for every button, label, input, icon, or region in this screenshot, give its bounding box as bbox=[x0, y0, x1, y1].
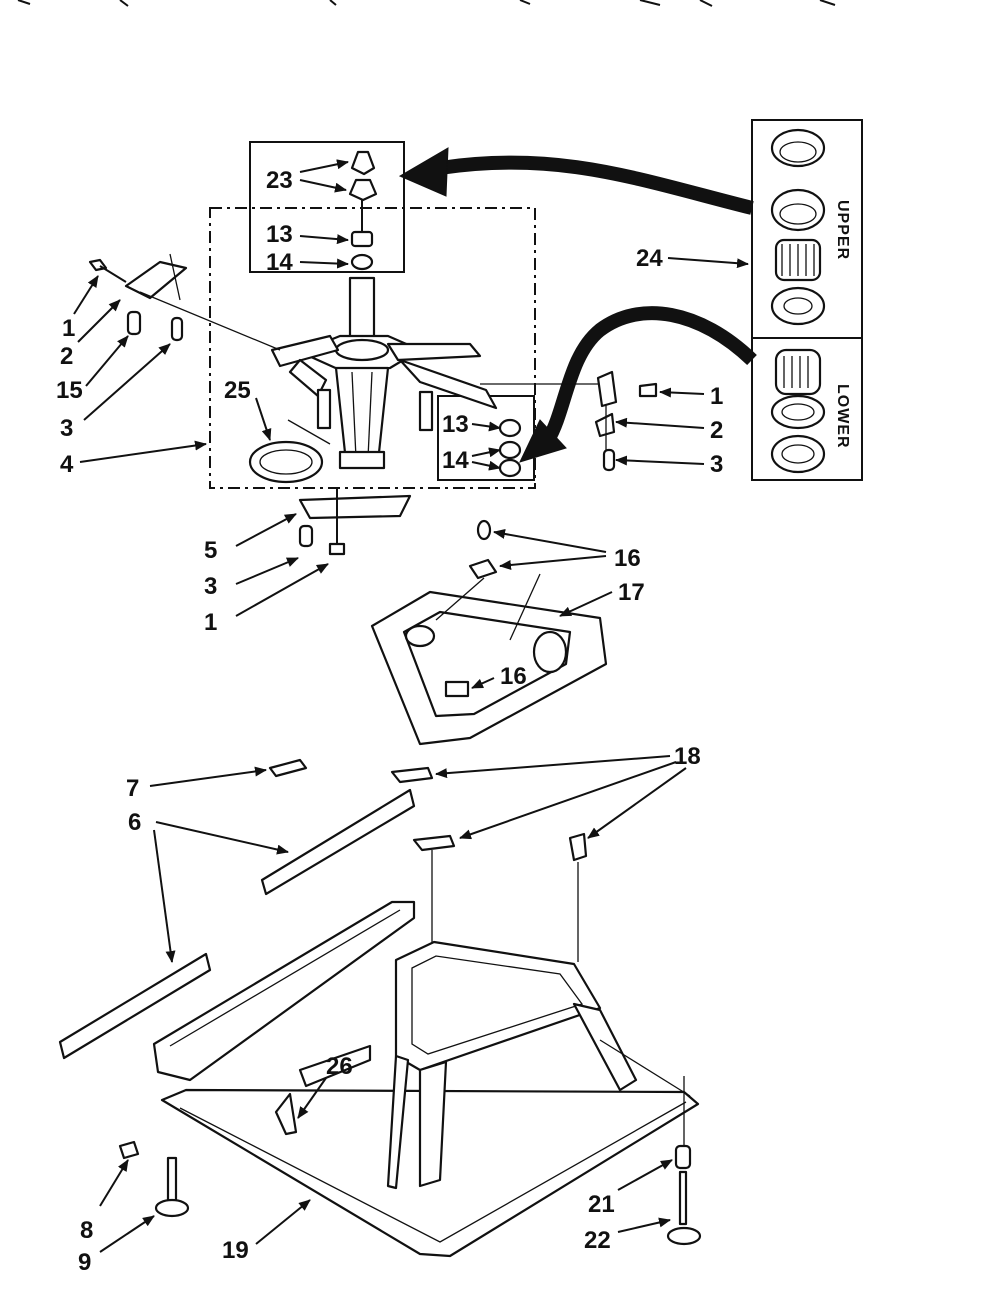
part-7-clip bbox=[268, 758, 308, 778]
assembly-box-4 bbox=[209, 207, 536, 489]
callout-16-top: 16 bbox=[614, 545, 641, 572]
kit-arrow-upper bbox=[398, 147, 754, 215]
callout-labels: 23 13 14 24 1 2 15 3 4 25 13 14 1 2 3 5 … bbox=[56, 167, 723, 1276]
top-edge-residue bbox=[17, 0, 836, 7]
callout-23: 23 bbox=[266, 167, 293, 194]
part-18-clips bbox=[390, 766, 588, 962]
part-16-clips bbox=[435, 519, 498, 621]
callout-14-top: 14 bbox=[266, 249, 293, 276]
callout-3-lower: 3 bbox=[204, 573, 217, 600]
callout-7: 7 bbox=[126, 775, 139, 802]
callout-3-right: 3 bbox=[710, 451, 723, 478]
right-bracket-parts bbox=[594, 370, 658, 472]
callout-16-bottom: 16 bbox=[500, 663, 527, 690]
lower-bracket-parts bbox=[298, 488, 412, 556]
callout-19: 19 bbox=[222, 1237, 249, 1264]
part-19-base bbox=[152, 900, 700, 1258]
callout-4: 4 bbox=[60, 451, 74, 478]
callout-2-right: 2 bbox=[710, 417, 723, 444]
callout-18: 18 bbox=[674, 743, 701, 770]
callout-2-left: 2 bbox=[60, 343, 73, 370]
kit-arrow-lower bbox=[519, 306, 757, 463]
left-bracket-parts bbox=[88, 253, 281, 351]
transmission-shaft bbox=[270, 276, 600, 470]
callout-26: 26 bbox=[326, 1053, 353, 1080]
callout-1-right: 1 bbox=[710, 383, 723, 410]
callout-22: 22 bbox=[584, 1227, 611, 1254]
leader-lines bbox=[73, 159, 749, 1253]
callout-14-right: 14 bbox=[442, 447, 469, 474]
callout-1-left: 1 bbox=[62, 315, 75, 342]
callout-5: 5 bbox=[204, 537, 217, 564]
kit-label-upper: UPPER bbox=[834, 200, 851, 260]
callout-1-lower: 1 bbox=[204, 609, 217, 636]
callout-21: 21 bbox=[588, 1191, 615, 1218]
callout-17: 17 bbox=[618, 579, 645, 606]
callout-13-top: 13 bbox=[266, 221, 293, 248]
part-26-clip bbox=[274, 1092, 298, 1136]
callout-15: 15 bbox=[56, 377, 83, 404]
kit-label-lower: LOWER bbox=[834, 384, 851, 449]
callout-13-right: 13 bbox=[442, 411, 469, 438]
leveling-feet bbox=[118, 1076, 702, 1246]
part-17-frame bbox=[370, 573, 608, 746]
callout-9: 9 bbox=[78, 1249, 91, 1276]
seal-kit-panel bbox=[751, 119, 863, 481]
part-6-rails bbox=[58, 788, 416, 1060]
part-13-14-lower bbox=[498, 418, 522, 478]
callout-3-left: 3 bbox=[60, 415, 73, 442]
callout-6: 6 bbox=[128, 809, 141, 836]
part-23-nuts bbox=[348, 150, 378, 271]
part-25-ring bbox=[248, 419, 331, 484]
callout-8: 8 bbox=[80, 1217, 93, 1244]
callout-25: 25 bbox=[224, 377, 251, 404]
callout-24: 24 bbox=[636, 245, 663, 272]
